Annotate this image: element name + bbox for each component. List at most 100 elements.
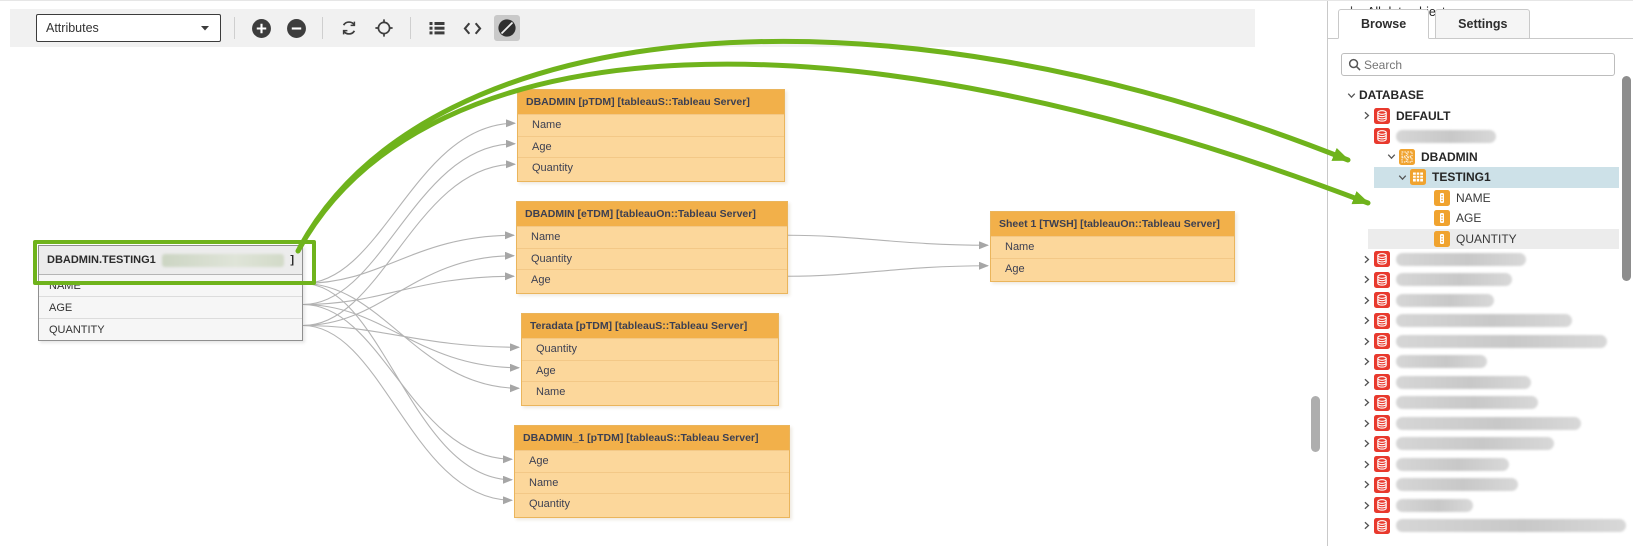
tree-item-redacted[interactable] [1328,290,1633,311]
tree-item-redacted[interactable] [1328,311,1633,332]
source-attribute-row[interactable]: NAME [39,275,302,296]
database-icon [1374,353,1390,370]
source-table-bracket: ] [290,254,294,266]
redacted-label [1396,416,1581,430]
target-node-3-attribute-row[interactable]: Quantity [522,338,778,360]
tree-item-redacted[interactable] [1328,475,1633,496]
contrast-toggle-button[interactable] [494,15,520,41]
database-icon [1374,456,1390,473]
database-icon [1374,251,1390,268]
sheet-node[interactable]: Sheet 1 [TWSH] [tableauOn::Tableau Serve… [990,211,1235,282]
tree-item-dbadmin[interactable]: DBADMIN [1328,147,1633,168]
target-node-3-attribute-row[interactable]: Age [522,359,778,381]
tree-item-quantity[interactable]: QUANTITY [1368,228,1619,249]
redacted-label [1396,129,1496,143]
tree-item-age[interactable]: AGE [1328,208,1633,229]
zoom-out-button[interactable] [283,15,309,41]
zoom-in-button[interactable] [248,15,274,41]
tab-settings[interactable]: Settings [1435,9,1531,39]
source-table-header[interactable]: DBADMIN.TESTING1 ] [39,246,302,275]
chevron-right-icon[interactable] [1359,458,1374,471]
tree-item-redacted[interactable] [1328,495,1633,516]
chevron-right-icon[interactable] [1359,396,1374,409]
chevron-right-icon[interactable] [1359,519,1374,532]
target-node-2-attribute-row[interactable]: Age [517,269,787,291]
tab-browse[interactable]: Browse [1338,9,1430,39]
target-node-2[interactable]: DBADMIN [eTDM] [tableauOn::Tableau Serve… [516,201,788,294]
target-node-1-attribute-row[interactable]: Quantity [518,157,784,179]
tree-item-redacted[interactable] [1328,393,1633,414]
lineage-connector [302,251,515,327]
target-node-2-header[interactable]: DBADMIN [eTDM] [tableauOn::Tableau Serve… [517,202,787,226]
chevron-down-icon[interactable] [1384,150,1399,163]
sheet-node-header[interactable]: Sheet 1 [TWSH] [tableauOn::Tableau Serve… [991,212,1234,236]
tree-item-redacted[interactable] [1328,126,1633,147]
tree-item-redacted[interactable] [1328,454,1633,475]
target-node-3-header[interactable]: Teradata [pTDM] [tableauS::Tableau Serve… [522,314,778,338]
tree-item-redacted[interactable] [1328,372,1633,393]
chevron-right-icon[interactable] [1359,376,1374,389]
source-attribute-row[interactable]: AGE [39,296,302,318]
lineage-canvas[interactable]: Attributes [0,1,1326,546]
chevron-right-icon[interactable] [1359,335,1374,348]
target-node-4-header[interactable]: DBADMIN_1 [pTDM] [tableauS::Tableau Serv… [515,426,789,450]
chevron-down-icon[interactable] [1395,171,1410,184]
target-node-2-attribute-row[interactable]: Name [517,226,787,248]
target-node-3-attribute-row[interactable]: Name [522,381,778,403]
tree-item-default[interactable]: DEFAULT [1328,106,1633,127]
chevron-right-icon[interactable] [1359,417,1374,430]
tree-item-name[interactable]: NAME [1328,188,1633,209]
center-focus-button[interactable] [371,15,397,41]
code-view-button[interactable] [459,15,485,41]
lineage-connector [302,119,516,285]
center-focus-icon [375,19,393,37]
target-node-2-attribute-row[interactable]: Quantity [517,247,787,269]
list-view-button[interactable] [424,15,450,41]
tree-item-testing1[interactable]: TESTING1 [1374,167,1619,188]
target-node-4-attribute-row[interactable]: Name [515,471,789,493]
tree-item-label: DEFAULT [1396,108,1451,123]
chevron-right-icon[interactable] [1359,294,1374,307]
chevron-right-icon[interactable] [1359,437,1374,450]
tree-item-redacted[interactable] [1328,352,1633,373]
chevron-right-icon[interactable] [1359,253,1374,266]
zoom-in-icon [251,18,271,38]
redacted-label [1396,334,1607,348]
chevron-right-icon[interactable] [1359,355,1374,368]
sidebar-vertical-scrollbar[interactable] [1622,76,1631,281]
target-node-1-attribute-row[interactable]: Name [518,114,784,136]
target-node-4[interactable]: DBADMIN_1 [pTDM] [tableauS::Tableau Serv… [514,425,790,518]
refresh-button[interactable] [336,15,362,41]
sheet-node-attribute-row[interactable]: Age [991,257,1234,279]
tree-item-redacted[interactable] [1328,434,1633,455]
chevron-right-icon[interactable] [1359,273,1374,286]
sheet-node-attribute-row[interactable]: Name [991,236,1234,258]
search-input[interactable] [1361,56,1614,73]
attributes-dropdown[interactable]: Attributes [36,14,221,42]
target-node-1[interactable]: DBADMIN [pTDM] [tableauS::Tableau Server… [517,89,785,182]
chevron-right-icon[interactable] [1359,478,1374,491]
tree-item-redacted[interactable] [1328,331,1633,352]
target-node-4-attribute-row[interactable]: Quantity [515,493,789,515]
tree-item-redacted[interactable] [1328,413,1633,434]
search-box[interactable] [1341,53,1615,76]
target-node-1-header[interactable]: DBADMIN [pTDM] [tableauS::Tableau Server… [518,90,784,114]
chevron-down-icon[interactable] [1344,89,1359,102]
column-icon [1434,210,1450,227]
tree-item-redacted[interactable] [1328,270,1633,291]
attributes-dropdown-label: Attributes [46,21,99,35]
target-node-1-attribute-row[interactable]: Age [518,135,784,157]
target-node-4-attribute-row[interactable]: Age [515,450,789,472]
canvas-vertical-scrollbar[interactable] [1311,396,1320,452]
tree-item-database[interactable]: DATABASE [1328,85,1633,106]
chevron-right-icon[interactable] [1359,499,1374,512]
lineage-connector [787,261,989,277]
target-node-3[interactable]: Teradata [pTDM] [tableauS::Tableau Serve… [521,313,779,406]
chevron-right-icon[interactable] [1359,109,1374,122]
source-attribute-row[interactable]: QUANTITY [39,318,302,340]
column-icon [1434,189,1450,206]
tree-item-redacted[interactable] [1328,516,1633,537]
chevron-right-icon[interactable] [1359,314,1374,327]
tree-item-redacted[interactable] [1328,249,1633,270]
